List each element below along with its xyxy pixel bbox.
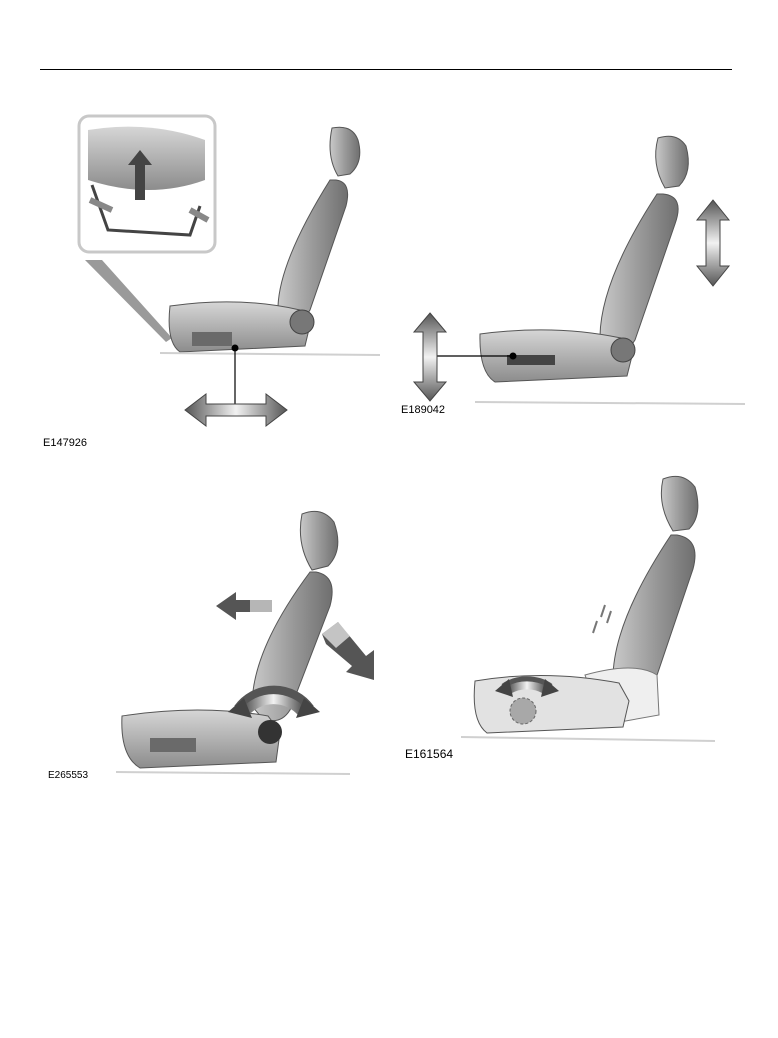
inset-detail-view — [79, 116, 215, 252]
header-rule — [40, 69, 732, 70]
seat-illustration — [461, 476, 715, 741]
figure-label: E161564 — [405, 747, 453, 761]
figure-label: E189042 — [401, 404, 445, 416]
backrest-height-arrow-icon — [697, 200, 729, 286]
figure-seat-recline: E265553 — [40, 500, 390, 790]
figure-seat-recline-knob: E161564 — [395, 465, 765, 765]
fore-aft-arrow-icon — [185, 394, 287, 426]
seat-illustration — [116, 511, 350, 774]
recline-back-arrow-icon — [322, 622, 374, 680]
height-arrow-icon — [414, 313, 446, 401]
figure-label: E147926 — [43, 437, 87, 449]
figure-seat-height: E189042 — [395, 120, 765, 420]
figure-seat-fore-aft: E147926 — [40, 110, 390, 440]
recline-forward-arrow-icon — [216, 592, 272, 620]
figure-label: E265553 — [48, 770, 88, 781]
